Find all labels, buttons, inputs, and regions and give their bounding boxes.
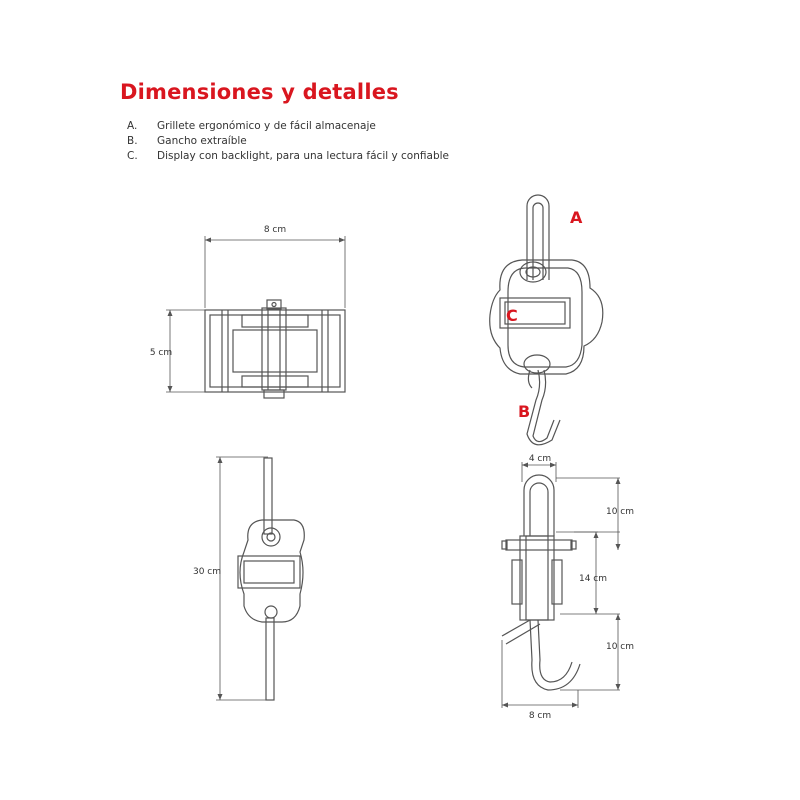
side-view xyxy=(501,462,621,708)
callout-c: C xyxy=(506,306,518,325)
feature-text: Display con backlight, para una lectura … xyxy=(157,150,449,162)
dim-side-width: 4 cm xyxy=(529,454,551,464)
feature-letter: B. xyxy=(127,135,138,147)
dim-side-middle: 14 cm xyxy=(579,574,607,584)
feature-item-c: C. Display con backlight, para una lectu… xyxy=(127,149,449,164)
dim-top-height: 5 cm xyxy=(150,348,172,358)
page-title: Dimensiones y detalles xyxy=(120,80,399,104)
feature-item-b: B. Gancho extraíble xyxy=(127,134,449,149)
feature-letter: C. xyxy=(127,150,138,162)
callout-a: A xyxy=(570,208,583,227)
dim-side-bottom-width: 8 cm xyxy=(529,711,551,721)
perspective-view xyxy=(489,194,604,446)
dim-side-lower: 10 cm xyxy=(606,642,634,652)
dim-top-width: 8 cm xyxy=(264,225,286,235)
feature-item-a: A. Grillete ergonómico y de fácil almace… xyxy=(127,119,449,134)
feature-list: A. Grillete ergonómico y de fácil almace… xyxy=(127,119,449,164)
callout-b: B xyxy=(518,402,530,421)
dim-front-height: 30 cm xyxy=(193,567,221,577)
feature-text: Grillete ergonómico y de fácil almacenaj… xyxy=(157,120,376,132)
feature-letter: A. xyxy=(127,120,138,132)
top-view xyxy=(166,236,346,399)
feature-text: Gancho extraíble xyxy=(157,135,247,147)
dim-side-upper: 10 cm xyxy=(606,507,634,517)
front-view xyxy=(216,456,305,701)
